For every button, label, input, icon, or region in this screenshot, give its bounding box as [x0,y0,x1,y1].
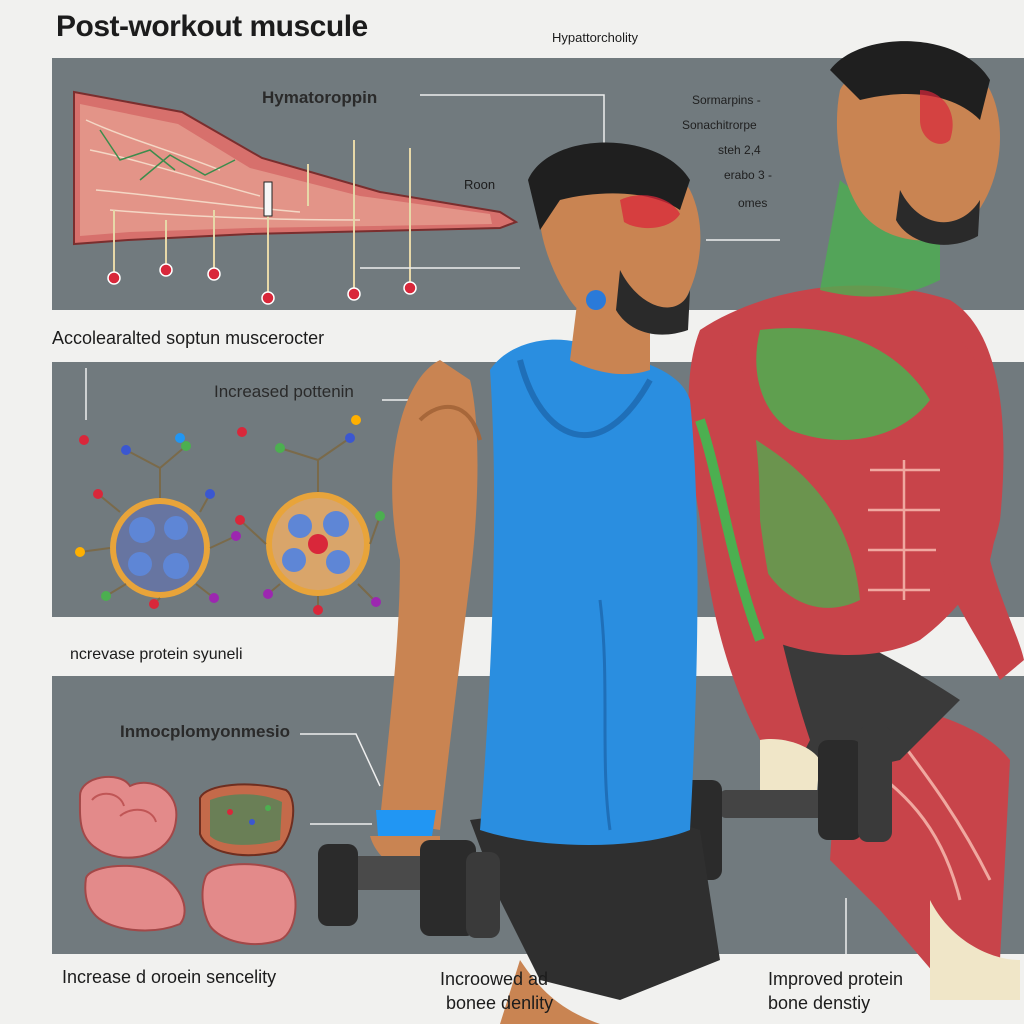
muscle-cross-section-diagram [73,90,780,305]
panel3-label: Inmocplomyonmesio [120,722,291,741]
protein-molecule-left [75,433,241,609]
side-label-2: Sonachitrorpe [682,118,757,132]
caption-right-line2: bone denstiy [768,993,871,1013]
caption-left: Increase d oroein sencelity [62,967,277,987]
muscle-cell-samples [78,733,847,954]
caption-middle-line1: Incroowed ad [440,969,549,989]
side-label-3: steh 2,4 [718,143,761,157]
caption-right-line1: Improved protein [768,969,904,989]
side-label-1: Sormarpins - [692,93,761,107]
header-label: Hypattorcholity [552,30,638,45]
caption-middle-line2: bonee denlity [446,993,554,1013]
anatomy-figure [678,41,1024,1000]
section3-heading: ncrevase protein syuneli [70,646,243,663]
protein-molecule-right [85,368,440,615]
section2-heading: Accolearalted soptun muscerocter [52,328,325,348]
side-label-4: erabo 3 - [724,168,773,182]
panel1-label-top: Hymatoroppin [262,88,378,107]
page-title: Post-workout muscule [56,10,368,43]
athlete-figure [318,142,720,1024]
panel2-label: Increased pottenin [214,382,354,401]
side-label-5: omes [738,196,768,210]
panel1-label-right: Roon [464,177,496,192]
